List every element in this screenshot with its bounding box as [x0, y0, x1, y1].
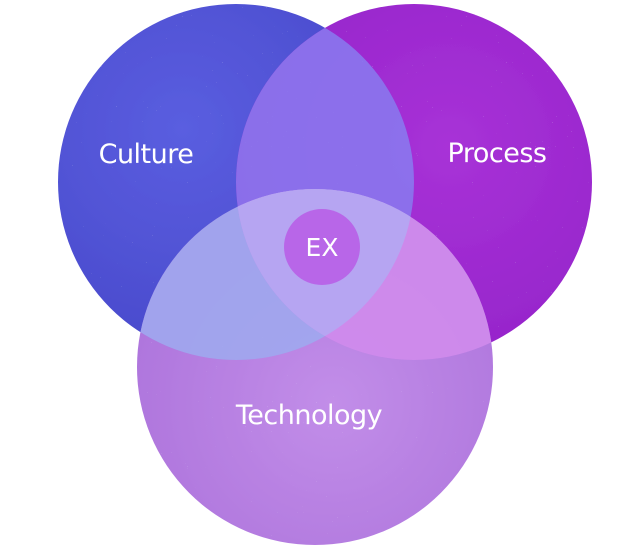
overlap-process-technology — [236, 189, 493, 360]
culture-label: Culture — [99, 139, 194, 170]
center-ex-circle — [284, 209, 360, 285]
process-label: Process — [448, 138, 547, 169]
technology-label: Technology — [235, 400, 383, 431]
center-ex-label: EX — [306, 233, 339, 262]
